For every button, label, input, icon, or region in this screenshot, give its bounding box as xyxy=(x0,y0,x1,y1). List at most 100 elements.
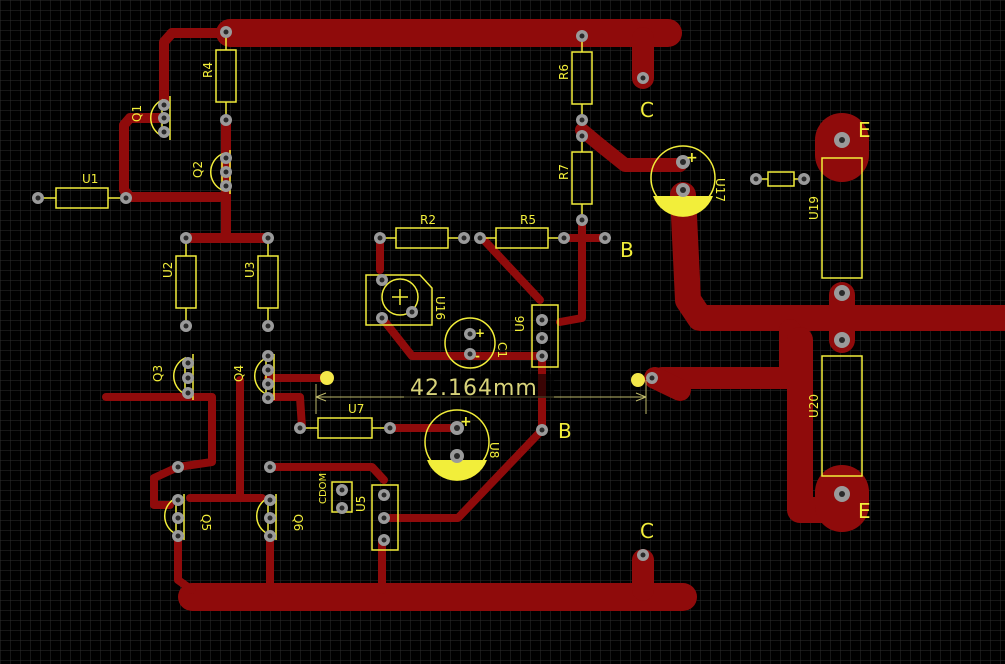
copper-traces xyxy=(102,19,1005,611)
trace-q1-top[interactable] xyxy=(159,28,230,110)
u20-body[interactable] xyxy=(821,355,863,477)
pads-layer xyxy=(32,26,810,561)
trace-r7-u6[interactable] xyxy=(556,214,586,326)
pad-hole xyxy=(185,375,191,381)
pad-hole xyxy=(175,497,181,503)
pad-hole xyxy=(640,552,646,558)
cap-polarity-fills xyxy=(427,196,713,481)
pad-hole xyxy=(265,395,271,401)
pad-hole xyxy=(183,323,189,329)
u8-plus: + xyxy=(460,414,472,430)
net-label-e-bottom: E xyxy=(858,499,871,523)
pad-hole xyxy=(267,497,273,503)
pad-hole xyxy=(649,375,655,381)
pad-hole xyxy=(185,390,191,396)
trace-b-u5[interactable] xyxy=(380,426,546,522)
label-u2: U2 xyxy=(161,262,175,278)
trace-u16-u6[interactable] xyxy=(378,314,544,360)
label-u6: U6 xyxy=(513,316,527,332)
pad-hole xyxy=(265,353,271,359)
trace-right-mid-pad[interactable] xyxy=(644,367,691,401)
pad-hole xyxy=(381,515,387,521)
pad-hole xyxy=(579,133,585,139)
pad-hole xyxy=(175,515,181,521)
label-u5: U5 xyxy=(354,496,368,512)
polarity-marks: + + - + xyxy=(460,150,698,430)
pad-hole xyxy=(223,169,229,175)
q2-body[interactable] xyxy=(210,152,223,192)
net-label-c-bottom: C xyxy=(640,519,654,543)
pad-hole xyxy=(461,235,467,241)
pad-hole xyxy=(381,537,387,543)
dimension-marker-left[interactable] xyxy=(320,371,334,385)
label-q5: Q5 xyxy=(199,514,213,531)
u6-body[interactable] xyxy=(531,304,559,368)
u16-body[interactable] xyxy=(365,274,433,326)
pad-hole xyxy=(409,309,415,315)
pad-hole xyxy=(640,75,646,81)
trace-q4-u7[interactable] xyxy=(264,393,306,432)
label-r5: R5 xyxy=(520,213,536,227)
label-r4: R4 xyxy=(201,62,215,78)
label-r6: R6 xyxy=(557,64,571,80)
pad-hole xyxy=(161,129,167,135)
net-labels: C B B C E E xyxy=(558,98,871,543)
pad-hole xyxy=(223,183,229,189)
pad-hole xyxy=(561,235,567,241)
pad-hole xyxy=(267,533,273,539)
net-label-b-mid: B xyxy=(558,419,572,443)
dimension-marker-right[interactable] xyxy=(631,373,645,387)
pad-hole xyxy=(223,155,229,161)
label-cdom: CDOM xyxy=(318,473,329,504)
pad-hole xyxy=(539,353,545,359)
label-q3: Q3 xyxy=(151,365,165,382)
dimension-value[interactable]: 42.164mm xyxy=(410,376,538,401)
net-label-e-top: E xyxy=(858,118,871,142)
label-r7: R7 xyxy=(557,164,571,180)
pad-hole xyxy=(339,487,345,493)
pad-hole xyxy=(377,235,383,241)
pad-hole xyxy=(223,29,229,35)
pad-hole xyxy=(539,427,545,433)
pad-hole xyxy=(801,176,807,182)
pad-hole xyxy=(265,323,271,329)
pad-hole xyxy=(175,464,181,470)
pad-hole xyxy=(265,235,271,241)
dimension-label-bg xyxy=(404,374,554,398)
trimmer-cross xyxy=(392,289,408,305)
pad-hole xyxy=(267,515,273,521)
u5-body[interactable] xyxy=(371,484,399,551)
c1-plus: + xyxy=(475,326,485,340)
u16-wiper[interactable] xyxy=(381,278,419,316)
pad-hole xyxy=(339,505,345,511)
pad-hole xyxy=(175,533,181,539)
pad-hole xyxy=(161,102,167,108)
label-u19: U19 xyxy=(807,196,821,220)
q4-body[interactable] xyxy=(254,356,267,396)
pad-hole xyxy=(267,464,273,470)
label-u16: U16 xyxy=(433,296,447,320)
pad-hole xyxy=(467,331,473,337)
component-labels: R4 U1 Q1 Q2 U2 U3 Q3 Q4 R6 R7 R2 R5 U7 U… xyxy=(82,62,821,531)
label-u7: U7 xyxy=(348,402,364,416)
pad-hole xyxy=(387,425,393,431)
pad-hole xyxy=(753,176,759,182)
trace-r2-u6[interactable] xyxy=(478,234,544,304)
u19-body[interactable] xyxy=(821,157,863,279)
trace-q5-bottom[interactable] xyxy=(174,536,196,594)
pad-hole xyxy=(183,235,189,241)
pad-hole xyxy=(579,117,585,123)
label-q6: Q6 xyxy=(291,514,305,531)
pad-hole xyxy=(602,235,608,241)
trace-q6-cdom[interactable] xyxy=(268,463,388,484)
trace-r6-u17[interactable] xyxy=(575,123,687,172)
c1-minus: - xyxy=(475,349,480,363)
pad-hole xyxy=(35,195,41,201)
net-label-b-right: B xyxy=(620,238,634,262)
u17-plus: + xyxy=(686,150,698,166)
pad-hole xyxy=(223,117,229,123)
pad-hole xyxy=(379,277,385,283)
pad-hole xyxy=(477,235,483,241)
c1-body[interactable] xyxy=(444,317,496,369)
